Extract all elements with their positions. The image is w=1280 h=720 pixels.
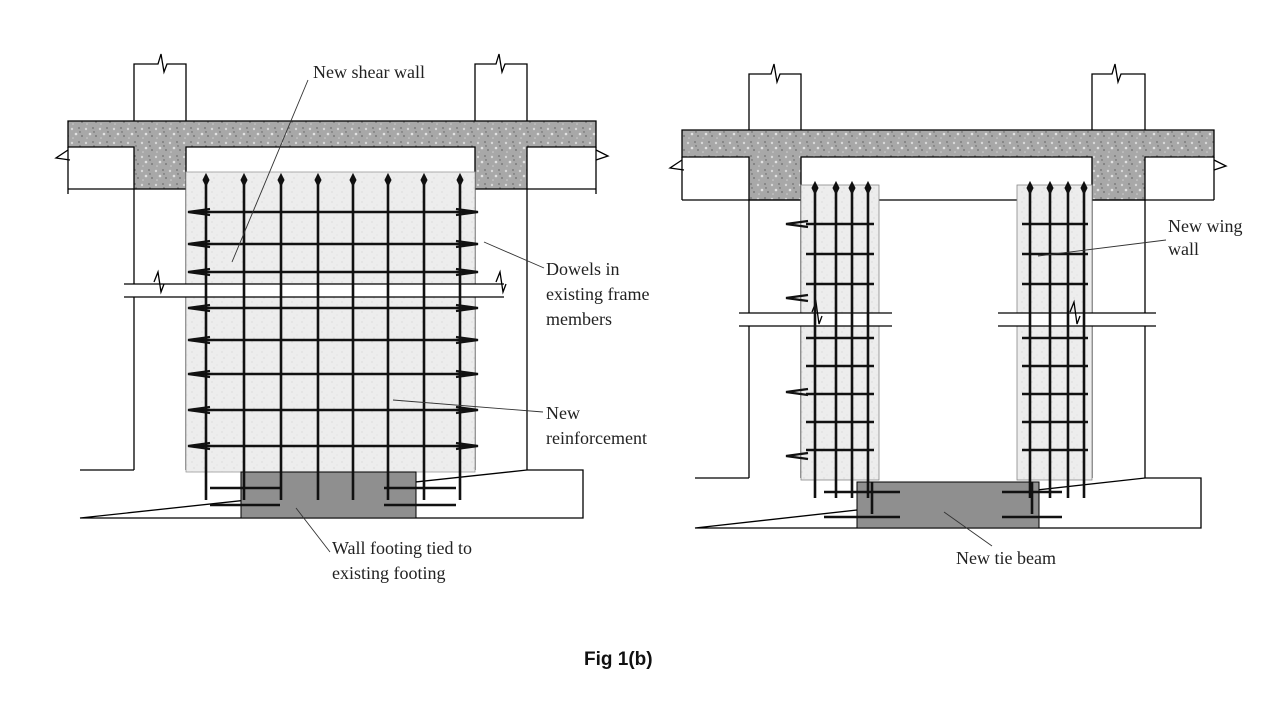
label-dowels-1: Dowels in [546, 259, 620, 279]
label-new-wing-wall-2: wall [1168, 239, 1199, 259]
rebar-hook [314, 172, 322, 188]
rebar-hook [1064, 180, 1072, 196]
label-new-tie-beam: New tie beam [956, 548, 1056, 568]
break-line [124, 269, 507, 298]
new-wing-wall-right [1016, 184, 1093, 481]
dowel-left [785, 293, 809, 303]
dowel-left [785, 219, 809, 229]
dowel-left [785, 387, 809, 397]
dowels [187, 207, 479, 507]
label-reinforcement-1: New [546, 403, 580, 423]
rebar-hook [240, 172, 248, 188]
rebar-hook [832, 180, 840, 196]
shear-wall-diagram: New shear wall Dowels in existing frame … [54, 53, 649, 583]
dowels-right [785, 219, 1062, 519]
rebar-hook [277, 172, 285, 188]
dowel-left [187, 239, 211, 249]
rebar-hook [420, 172, 428, 188]
leader-lines-right [943, 239, 1167, 547]
dowel-right [455, 267, 479, 277]
rebar-hook [1026, 180, 1034, 196]
dowel-left [187, 405, 211, 415]
rebar-hook [811, 180, 819, 196]
leader-lines [231, 79, 545, 553]
dowel-left [785, 451, 809, 461]
label-dowels-2: existing frame [546, 284, 649, 304]
dowel-right [455, 303, 479, 313]
dowel-right [455, 239, 479, 249]
existing-footing [79, 469, 584, 519]
rebar-hook [202, 172, 210, 188]
dowel-right [455, 335, 479, 345]
dowel-left [187, 267, 211, 277]
upper-columns [133, 53, 528, 122]
label-new-shear-wall: New shear wall [313, 62, 425, 82]
rebar-hook [1046, 180, 1054, 196]
dowel-left [187, 303, 211, 313]
label-footing-2: existing footing [332, 563, 446, 583]
dowel-left [187, 369, 211, 379]
rebar-hook [1080, 180, 1088, 196]
wing-wall-diagram: New wing wall New tie beam [668, 63, 1243, 568]
dowel-left [187, 335, 211, 345]
rebar-hook [864, 180, 872, 196]
rebar-hook [456, 172, 464, 188]
dowel-right [455, 207, 479, 217]
dowel-left [187, 441, 211, 451]
existing-beam-slab-right [681, 129, 1215, 201]
new-tie-beam [856, 481, 1040, 529]
label-reinforcement-2: reinforcement [546, 428, 647, 448]
figure-caption: Fig 1(b) [584, 649, 653, 670]
dowel-right [455, 369, 479, 379]
label-new-wing-wall-1: New wing [1168, 216, 1243, 236]
rebar-hook [384, 172, 392, 188]
dowel-right [455, 405, 479, 415]
dowel-left [187, 207, 211, 217]
dowel-right [455, 441, 479, 451]
upper-columns-right [748, 63, 1146, 130]
new-wall-footing [240, 471, 417, 519]
rebar-hook [349, 172, 357, 188]
new-shear-wall [185, 171, 476, 473]
label-footing-1: Wall footing tied to [332, 538, 472, 558]
existing-footing-right [694, 477, 1202, 529]
rebar-hook [848, 180, 856, 196]
label-dowels-3: members [546, 309, 612, 329]
wing-wall-reinforcement [806, 180, 1088, 498]
